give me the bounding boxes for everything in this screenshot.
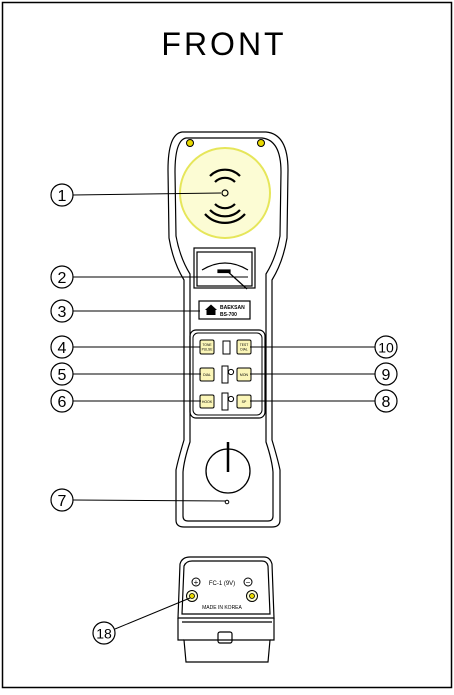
- logo-house-icon: [205, 304, 217, 315]
- svg-text:5: 5: [58, 367, 67, 384]
- leader-lines: [72, 192, 375, 630]
- led-indicator-lower-icon: [221, 392, 235, 411]
- speaker-center-icon: [221, 189, 229, 197]
- svg-text:9: 9: [382, 367, 391, 384]
- tone-pulse-button[interactable]: TONE PULSE: [199, 339, 215, 355]
- brand-plate: BAEKSAN BS-700: [198, 300, 251, 320]
- dial-label: DIAL: [203, 373, 211, 377]
- tone-pulse-label-2: PULSE: [202, 348, 214, 352]
- hook-button[interactable]: HOOK: [199, 394, 215, 409]
- battery-cover: [177, 556, 275, 663]
- microphone-hole-icon: [224, 499, 230, 505]
- svg-text:8: 8: [382, 394, 391, 411]
- test-dial-label-2: DIAL: [240, 348, 247, 352]
- svg-text:−: −: [246, 578, 251, 587]
- dial-button[interactable]: DIAL: [199, 367, 215, 382]
- battery-minus-icon: −: [243, 577, 253, 587]
- battery-label: FC-1 (9V): [209, 581, 235, 587]
- callout-10: 10: [374, 335, 398, 359]
- test-dial-label-1: TEST: [240, 343, 248, 347]
- svg-text:+: +: [194, 578, 199, 587]
- tone-pulse-label-1: TONE: [202, 343, 212, 347]
- svg-text:10: 10: [378, 340, 394, 356]
- made-in-label: MADE IN KOREA: [202, 605, 242, 611]
- callout-3: 3: [50, 299, 74, 323]
- test-dial-button[interactable]: TEST DIAL: [236, 339, 252, 355]
- battery-plus-icon: +: [191, 577, 201, 587]
- svg-text:1: 1: [58, 188, 67, 205]
- page-title: FRONT: [161, 26, 286, 62]
- brand-model: BS-700: [220, 312, 237, 318]
- brand-name: BAEKSAN: [220, 305, 245, 311]
- screw-right-icon: [257, 139, 265, 147]
- callout-8: 8: [374, 389, 398, 413]
- callout-18: 18: [92, 621, 116, 645]
- svg-text:4: 4: [58, 340, 67, 357]
- sp-label: SP: [242, 400, 247, 404]
- rotary-knob[interactable]: [205, 442, 251, 494]
- callout-1: 1: [50, 183, 74, 207]
- svg-text:18: 18: [96, 626, 112, 642]
- svg-text:6: 6: [58, 394, 67, 411]
- sp-button[interactable]: SP: [236, 394, 252, 409]
- battery-terminal-right-icon: [246, 590, 258, 602]
- callout-2: 2: [50, 265, 74, 289]
- battery-terminal-left-icon: [186, 590, 198, 602]
- hook-label: HOOK: [202, 400, 213, 404]
- svg-text:7: 7: [58, 493, 67, 510]
- svg-text:3: 3: [58, 304, 67, 321]
- meter-display: [193, 247, 256, 290]
- mon-button[interactable]: MON: [236, 367, 252, 382]
- mon-label: MON: [240, 373, 249, 377]
- handset-body: [167, 131, 289, 528]
- callout-5: 5: [50, 362, 74, 386]
- callout-4: 4: [50, 335, 74, 359]
- svg-text:2: 2: [58, 270, 67, 287]
- led-indicator-upper-icon: [221, 365, 235, 384]
- speaker-grille: [179, 147, 271, 239]
- callout-7: 7: [50, 488, 74, 512]
- screw-left-icon: [186, 139, 194, 147]
- callout-6: 6: [50, 389, 74, 413]
- slide-switch[interactable]: [222, 340, 231, 355]
- sound-wave-icon: [204, 168, 246, 224]
- callout-9: 9: [374, 362, 398, 386]
